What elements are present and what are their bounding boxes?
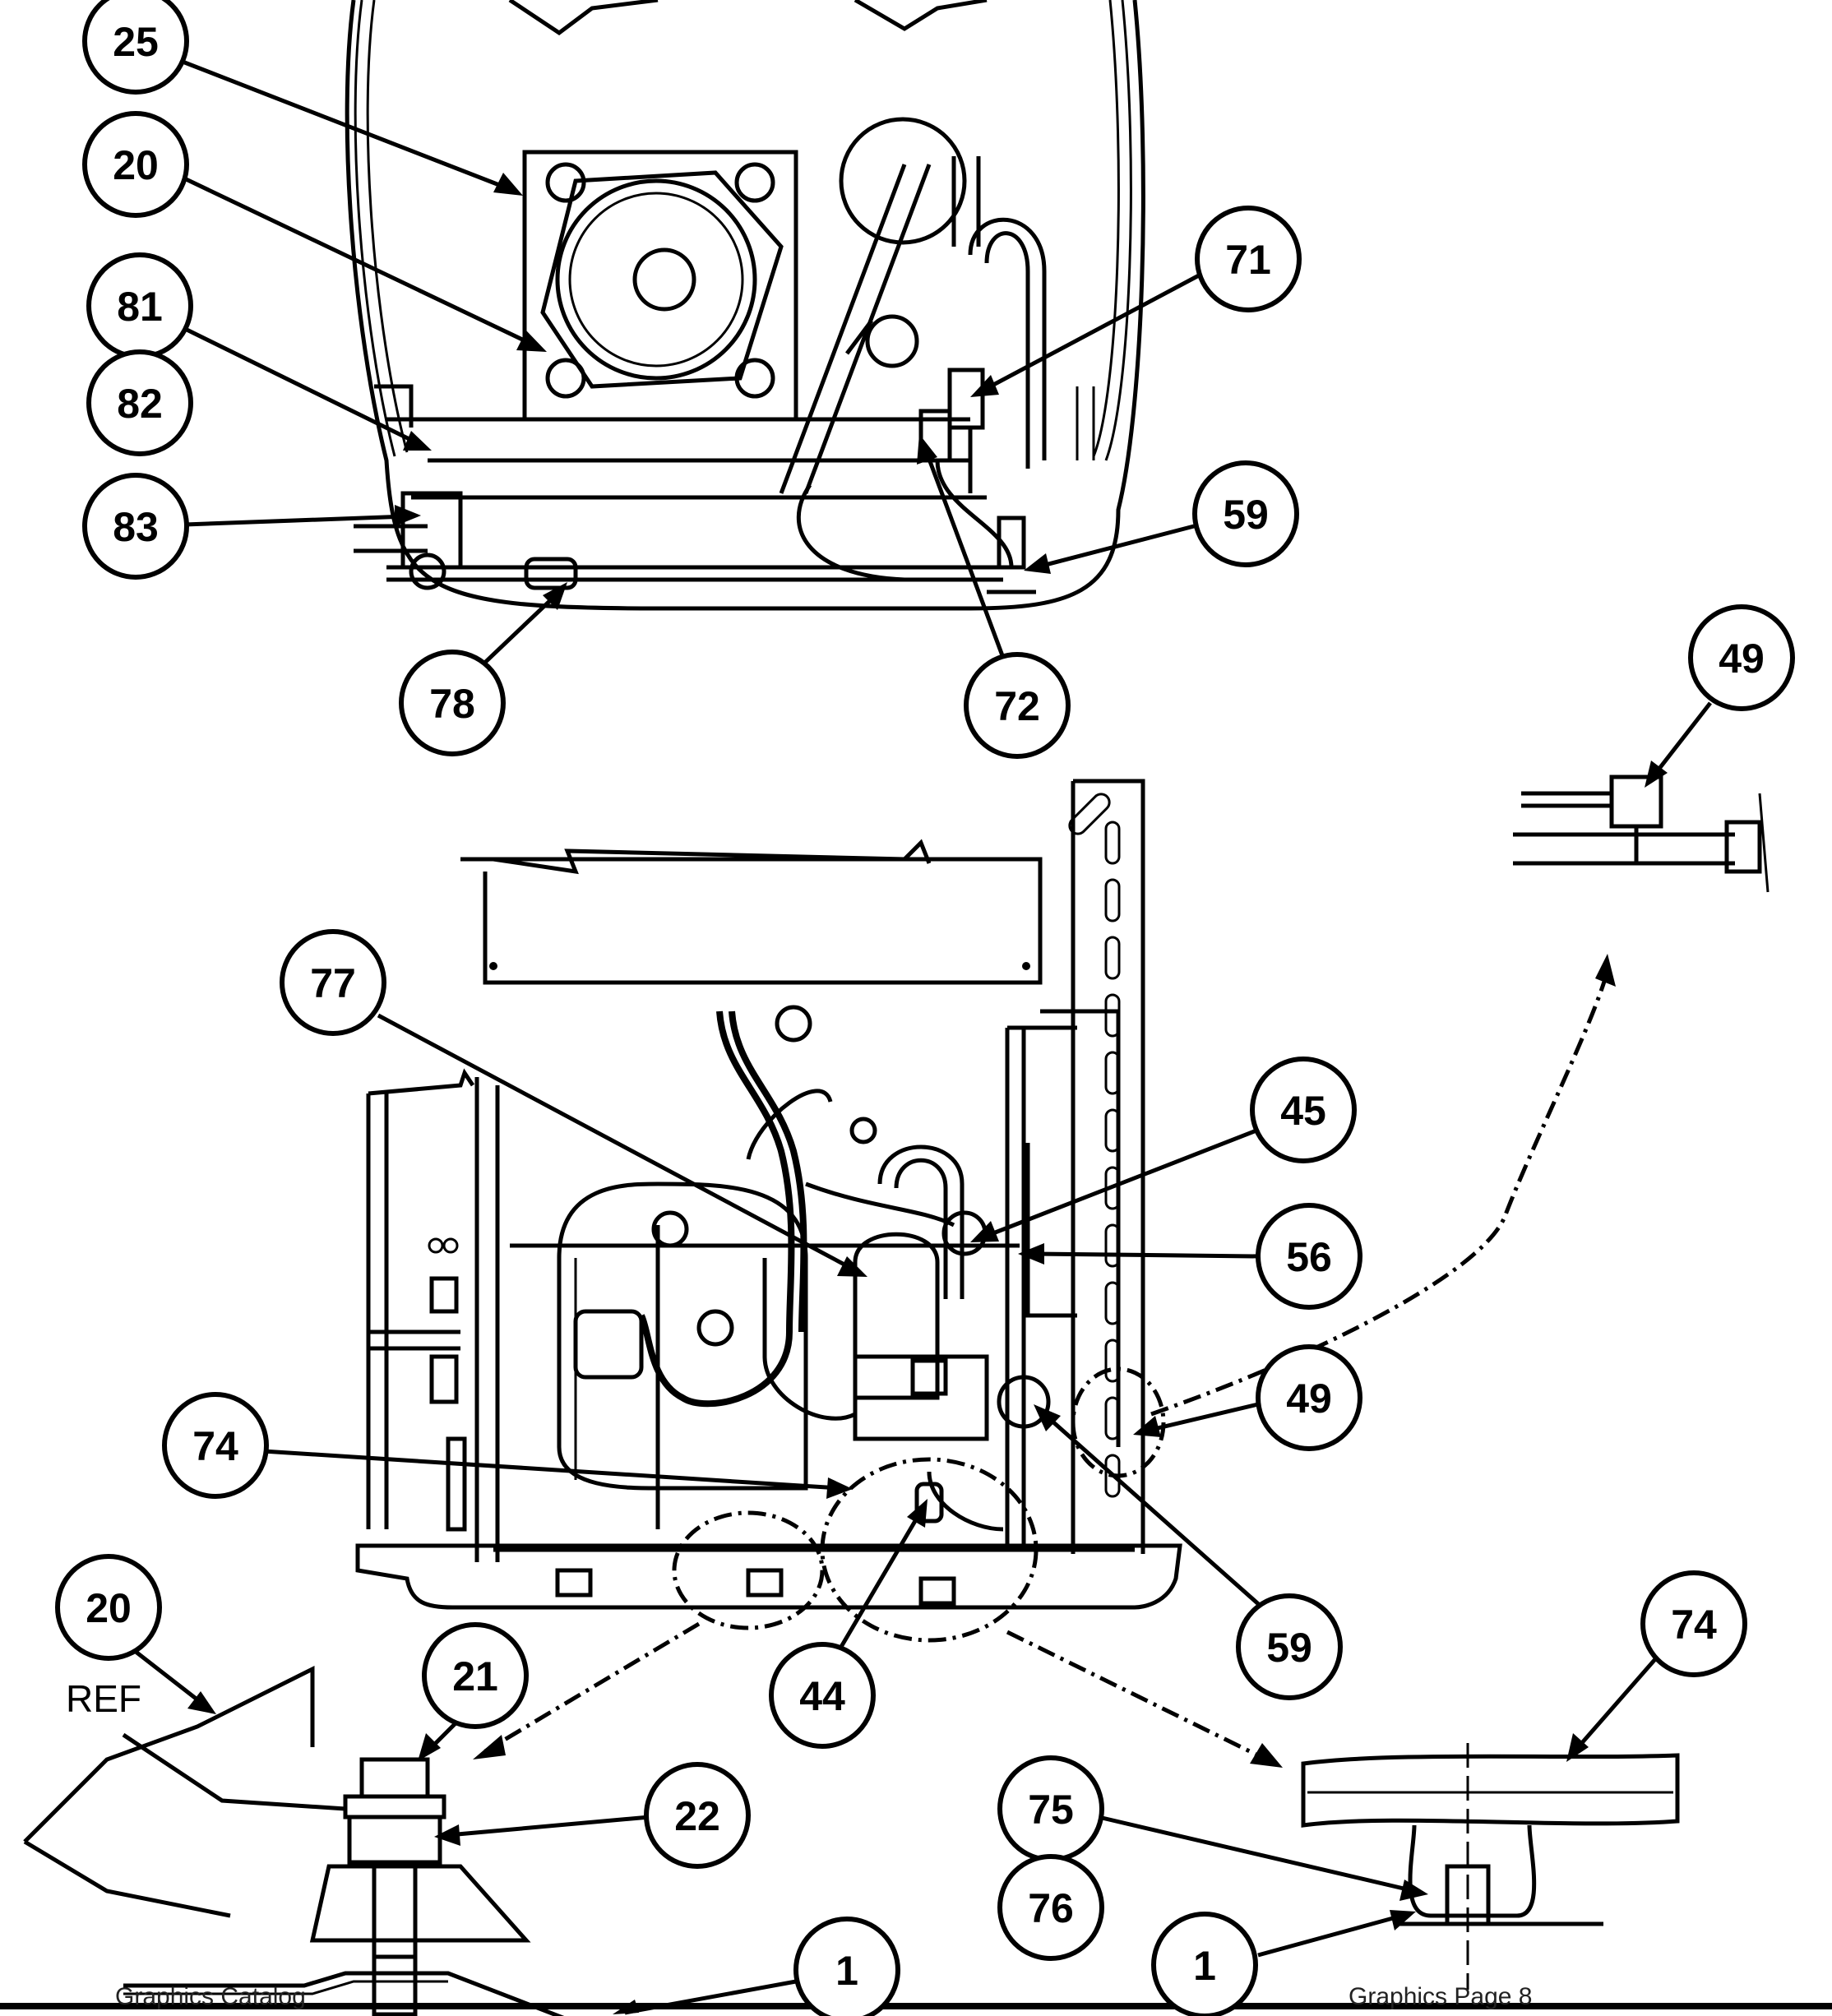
callout-59-front-label: 59 bbox=[1266, 1625, 1312, 1671]
callout-74-front: 74 bbox=[162, 1392, 269, 1499]
callout-76-label: 76 bbox=[1028, 1885, 1074, 1931]
callout-83-label: 83 bbox=[113, 504, 159, 550]
callout-20-ref: 20 bbox=[55, 1554, 162, 1661]
callout-81: 81 bbox=[86, 252, 193, 359]
callout-74-detail-label: 74 bbox=[1671, 1602, 1717, 1648]
callout-56-label: 56 bbox=[1286, 1234, 1332, 1280]
callout-1-left-label: 1 bbox=[835, 1948, 858, 1994]
callout-78: 78 bbox=[399, 650, 506, 756]
callout-49-front: 49 bbox=[1256, 1344, 1362, 1451]
callout-71-label: 71 bbox=[1225, 237, 1271, 283]
footer-left-text: Graphics Catalog bbox=[115, 1983, 306, 2010]
callout-83: 83 bbox=[82, 473, 189, 580]
callout-82: 82 bbox=[86, 349, 193, 456]
callout-20-top: 20 bbox=[82, 111, 189, 218]
callout-59-front: 59 bbox=[1236, 1593, 1343, 1700]
callout-74-front-label: 74 bbox=[192, 1423, 238, 1469]
callout-72: 72 bbox=[964, 652, 1071, 759]
leader-lines bbox=[130, 59, 1712, 2015]
ref-label: REF bbox=[66, 1677, 141, 1720]
callout-71: 71 bbox=[1195, 206, 1302, 312]
callout-74-detail: 74 bbox=[1640, 1570, 1747, 1677]
valve-49-detail-drawing bbox=[1513, 774, 1770, 893]
callout-59-top-label: 59 bbox=[1223, 492, 1269, 538]
callout-56: 56 bbox=[1256, 1203, 1362, 1310]
callout-25-label: 25 bbox=[113, 19, 159, 65]
mounting-bolt-detail-drawing bbox=[23, 1665, 565, 2016]
callout-78-label: 78 bbox=[429, 681, 475, 727]
callout-77-label: 77 bbox=[310, 960, 356, 1006]
callout-44-label: 44 bbox=[799, 1673, 845, 1719]
callout-49-front-label: 49 bbox=[1286, 1376, 1332, 1422]
callout-49-detail-label: 49 bbox=[1719, 636, 1765, 682]
callout-22-label: 22 bbox=[674, 1793, 720, 1839]
callout-1-right-label: 1 bbox=[1193, 1943, 1216, 1989]
callout-76: 76 bbox=[997, 1854, 1104, 1961]
callout-72-label: 72 bbox=[994, 683, 1040, 729]
callout-75: 75 bbox=[997, 1755, 1104, 1862]
top-view-drawing bbox=[345, 0, 1145, 611]
callout-20-ref-label: 20 bbox=[86, 1585, 132, 1631]
callout-25: 25 bbox=[82, 0, 189, 95]
callout-81-label: 81 bbox=[117, 284, 163, 330]
callout-49-detail: 49 bbox=[1688, 604, 1795, 711]
isolator-detail-drawing bbox=[1301, 1743, 1680, 1990]
callout-75-label: 75 bbox=[1028, 1787, 1074, 1833]
front-view-drawing bbox=[355, 779, 1610, 1762]
callout-21-label: 21 bbox=[452, 1653, 498, 1699]
callout-77: 77 bbox=[280, 929, 386, 1036]
callout-44: 44 bbox=[769, 1642, 876, 1749]
callout-21: 21 bbox=[422, 1622, 529, 1729]
callout-22: 22 bbox=[644, 1762, 751, 1869]
callout-82-label: 82 bbox=[117, 381, 163, 427]
callout-20-top-label: 20 bbox=[113, 142, 159, 188]
callout-59-top: 59 bbox=[1192, 460, 1299, 567]
callout-45: 45 bbox=[1250, 1057, 1357, 1163]
callout-45-label: 45 bbox=[1280, 1088, 1326, 1134]
callout-1-right: 1 bbox=[1151, 1912, 1258, 2016]
footer-right-text: Graphics Page 8 bbox=[1349, 1983, 1532, 2010]
callout-1-left: 1 bbox=[793, 1917, 900, 2016]
